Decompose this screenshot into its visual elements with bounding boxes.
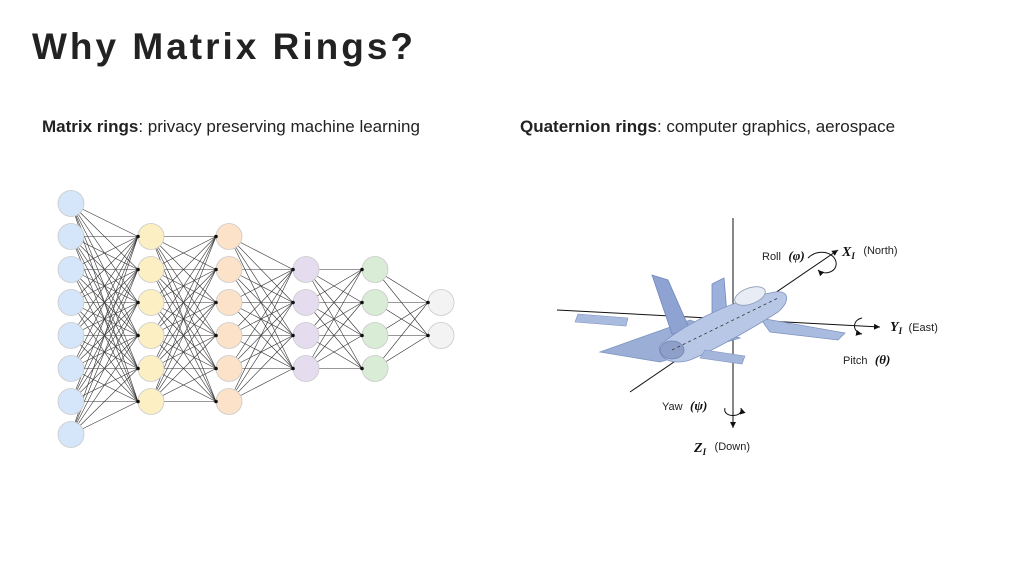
z-axis-note: (Down) (715, 441, 750, 453)
network-edge (150, 335, 217, 402)
network-node-layer-1 (57, 289, 85, 316)
network-node-layer-1 (57, 190, 85, 217)
network-edge (150, 236, 217, 336)
network-edge (150, 269, 217, 402)
network-input-dot (136, 333, 140, 338)
roll-label: Roll (762, 251, 781, 263)
network-input-dot (136, 399, 140, 404)
network-input-dot (214, 267, 218, 272)
pitch-label-group: Pitch (θ) (843, 351, 890, 368)
network-input-dot (136, 366, 140, 371)
network-input-dot (360, 300, 364, 305)
y-axis-subscript: I (898, 326, 903, 336)
network-input-dot (291, 300, 295, 305)
network-input-dot (136, 300, 140, 305)
y-axis-symbol: Y (890, 320, 900, 335)
network-edge (70, 335, 139, 435)
network-node-layer-1 (57, 256, 85, 283)
yaw-label: Yaw (662, 401, 683, 413)
network-edge (70, 302, 139, 435)
network-node-layer-1 (57, 421, 85, 448)
network-input-dot (214, 333, 218, 338)
network-input-dot (360, 333, 364, 338)
network-edge (150, 236, 217, 369)
network-input-dot (426, 333, 430, 338)
network-input-dot (360, 267, 364, 272)
x-axis-label-group: XI (North) (841, 245, 898, 263)
network-input-dot (214, 366, 218, 371)
network-edge (228, 269, 294, 402)
aircraft-icon (574, 274, 846, 365)
network-input-dot (136, 234, 140, 239)
yaw-label-group: Yaw (ψ) (662, 397, 707, 414)
network-edge (305, 302, 363, 369)
network-input-dot (360, 366, 364, 371)
network-input-dot (214, 234, 218, 239)
network-node-layer-1 (57, 355, 85, 382)
matrix-rings-caption: Matrix rings: privacy preserving machine… (42, 117, 420, 137)
network-edge (70, 236, 139, 336)
network-input-dot (291, 267, 295, 272)
network-input-dot (291, 366, 295, 371)
y-axis-note: (East) (909, 322, 938, 334)
z-axis-subscript: I (702, 447, 707, 457)
pitch-label: Pitch (843, 355, 867, 367)
network-node-layer-1 (57, 322, 85, 349)
quaternion-rings-description: : computer graphics, aerospace (656, 117, 896, 136)
network-input-dot (291, 333, 295, 338)
network-edge (228, 269, 294, 336)
pitch-symbol: (θ) (875, 352, 890, 367)
x-axis-note: (North) (863, 245, 897, 257)
quaternion-rings-term: Quaternion rings (520, 117, 657, 136)
network-edge (228, 302, 294, 402)
network-input-dot (214, 399, 218, 404)
network-edge (305, 269, 363, 369)
network-edge (70, 236, 139, 369)
network-edge (228, 335, 294, 402)
quaternion-rings-caption: Quaternion rings: computer graphics, aer… (520, 117, 895, 137)
network-edge (374, 302, 429, 369)
matrix-rings-description: : privacy preserving machine learning (138, 117, 420, 136)
pitch-rotation-icon (854, 317, 863, 336)
roll-symbol: (φ) (788, 248, 804, 263)
z-axis-label-group: ZI (Down) (693, 441, 750, 459)
network-input-dot (426, 300, 430, 305)
network-edge (150, 236, 217, 303)
y-axis-label-group: YI (East) (890, 320, 938, 338)
matrix-rings-term: Matrix rings (42, 117, 139, 136)
network-edge (150, 302, 217, 402)
network-edge (70, 368, 139, 435)
x-axis-symbol: X (841, 245, 852, 260)
network-edge (70, 236, 139, 303)
slide-title: Why Matrix Rings? (32, 26, 417, 67)
network-edge (228, 269, 294, 369)
network-input-dot (136, 267, 140, 272)
network-edge (305, 269, 363, 336)
network-node-layer-1 (57, 223, 85, 250)
roll-label-group: Roll (φ) (762, 247, 805, 264)
roll-rotation-icon (807, 251, 837, 277)
z-axis-symbol: Z (693, 441, 703, 456)
yaw-rotation-icon (724, 407, 746, 416)
x-axis-subscript: I (850, 251, 855, 261)
yaw-symbol: (ψ) (690, 398, 707, 413)
network-input-dot (214, 300, 218, 305)
network-node-layer-1 (57, 388, 85, 415)
